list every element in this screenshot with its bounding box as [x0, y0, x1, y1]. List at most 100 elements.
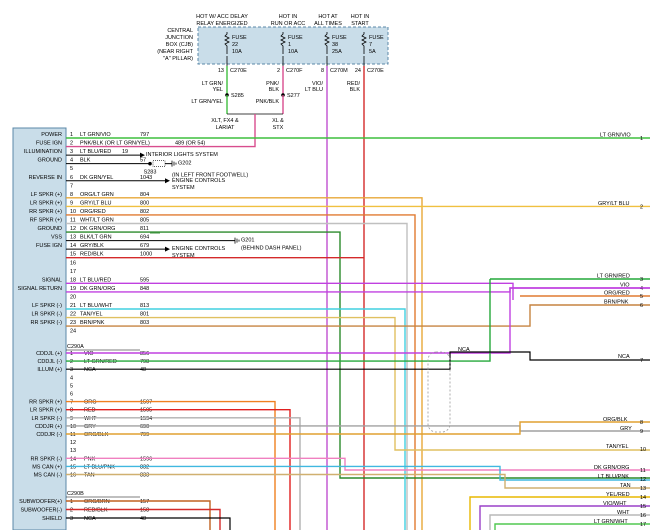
fuse-label: 22: [232, 42, 238, 48]
circuit-number: 690: [140, 424, 149, 430]
pin-function-label: CDDJL (-): [37, 359, 62, 365]
circuit-number: 801: [140, 312, 149, 318]
circuit-number: 1043: [140, 175, 152, 181]
wire-org-red: [66, 214, 416, 530]
fuse-header: HOT AT: [318, 14, 338, 20]
circuit-number: 48: [140, 516, 146, 522]
shield-outline: [427, 351, 451, 433]
wire-wht: [489, 514, 650, 530]
fuse-label: FUSE: [369, 35, 384, 41]
pin-number: 23: [70, 320, 76, 326]
pin-function-label: LF SPKR (-): [32, 303, 62, 309]
wire-color-label: RED/BLK: [84, 508, 108, 514]
pin-number: 1: [70, 132, 73, 138]
wire-color-label: ORG/RED: [80, 209, 106, 215]
circuit-number: 797: [140, 132, 149, 138]
fuse-label: 5A: [369, 49, 376, 55]
circuit-number: 57: [140, 158, 146, 164]
wire-color-label: ORG/BRN: [84, 499, 110, 505]
circuit-number: 833: [140, 473, 149, 479]
circuit-number: 158: [140, 508, 149, 514]
pin-number: 11: [640, 468, 646, 474]
pin-function-label: GROUND: [38, 158, 62, 164]
wire-red-blk: [66, 508, 221, 530]
pin-number: 14: [70, 243, 76, 249]
pin-number: 7: [640, 358, 643, 364]
pin-number: 4: [640, 286, 643, 292]
wire-vio: [66, 287, 650, 354]
pin-number: 20: [70, 294, 76, 300]
wire-tan-yel: [66, 316, 650, 451]
pin-number: 14: [70, 456, 76, 462]
wire-color-label: VIO: [84, 351, 94, 357]
pin-function-label: FUSE IGN: [36, 243, 62, 249]
pin-number: 16: [70, 473, 76, 479]
pin-number: 11: [70, 432, 76, 438]
pin-number: 12: [70, 440, 76, 446]
wire-color-label: NCA: [458, 347, 470, 353]
option-note: XLT, FX4 &: [211, 118, 239, 124]
wire-color-label: LT BLU/RED: [80, 149, 111, 155]
pin-number: 8: [70, 192, 73, 198]
circuit-number: 804: [140, 192, 149, 198]
wire-red: [66, 409, 291, 530]
wire-color-label: WHT: [84, 416, 97, 422]
pin-function-label: RR SPKR (+): [29, 400, 62, 406]
annotation-label: ENGINE CONTROLS: [172, 178, 226, 184]
wire-color-label: LT GRN/VIO: [600, 133, 631, 139]
arrow-icon: [165, 178, 170, 184]
wire-color-label: BRN/PNK: [604, 300, 629, 306]
wire-color-label: WHT/LT GRN: [80, 218, 114, 224]
pin-function-label: LR SPKR (-): [31, 312, 62, 318]
pin-number: 9: [70, 200, 73, 206]
wire-color-label: BLK: [80, 158, 91, 164]
pin-function-label: ILLUM (+): [37, 367, 62, 373]
wire-color-label: YEL: [213, 87, 223, 93]
pin-function-label: SIGNAL RETURN: [18, 286, 62, 292]
wire-vio-wht: [479, 505, 650, 530]
pin-function-label: ILLUMINATION: [24, 149, 62, 155]
fuse-icon: [361, 32, 367, 54]
pin-number: 13: [218, 68, 224, 74]
wire-color-label: BRN/PNK: [80, 320, 105, 326]
wire-color-label: DK GRN/ORG: [80, 226, 115, 232]
connector-id: C270E: [230, 68, 247, 74]
pin-function-label: SHIELD: [42, 516, 62, 522]
wire-nca: [66, 517, 231, 530]
circuit-number: 694: [140, 235, 149, 241]
wire-color-label: ORG/BLK: [84, 432, 109, 438]
ground-icon: [171, 160, 177, 167]
pin-number: 10: [70, 424, 76, 430]
splice-label: S277: [287, 93, 300, 99]
pin-function-label: LR SPKR (-): [31, 416, 62, 422]
wire-color-label: TAN: [620, 483, 631, 489]
splice-s283: [148, 161, 152, 166]
wire-lt-blu-red: [66, 282, 514, 300]
ground-connector: [152, 160, 166, 167]
wire-color-label: VIO: [620, 283, 630, 289]
circuit-number: 799: [140, 432, 149, 438]
wire-color-label: GRY: [84, 424, 96, 430]
wire-color-label: WHT: [617, 510, 630, 516]
wire-lt-blu-wht: [66, 308, 406, 530]
wire-yel-red: [469, 496, 650, 530]
circuit-number: 595: [140, 277, 149, 283]
pin-number: 9: [70, 416, 73, 422]
pin-number: 10: [640, 447, 646, 453]
circuit-number: 803: [140, 320, 149, 326]
circuit-number: 798: [140, 359, 149, 365]
pin-number: 5: [70, 383, 73, 389]
pin-number: 2: [70, 359, 73, 365]
pin-number: 13: [640, 486, 646, 492]
pin-number: 2: [277, 68, 280, 74]
pin-function-label: RF SPKR (+): [30, 218, 62, 224]
splice-label: S283: [144, 170, 157, 176]
pin-number: 11: [70, 218, 76, 224]
fuse-header: RUN OR ACC: [271, 21, 306, 27]
wire-lt-grn-wht: [494, 523, 650, 530]
pin-function-label: RR SPKR (+): [29, 209, 62, 215]
pin-number: 19: [70, 286, 76, 292]
fuse-icon: [224, 32, 230, 54]
wire-color-label: LT GRN/WHT: [594, 519, 628, 525]
connector-id: C290A: [67, 344, 84, 350]
